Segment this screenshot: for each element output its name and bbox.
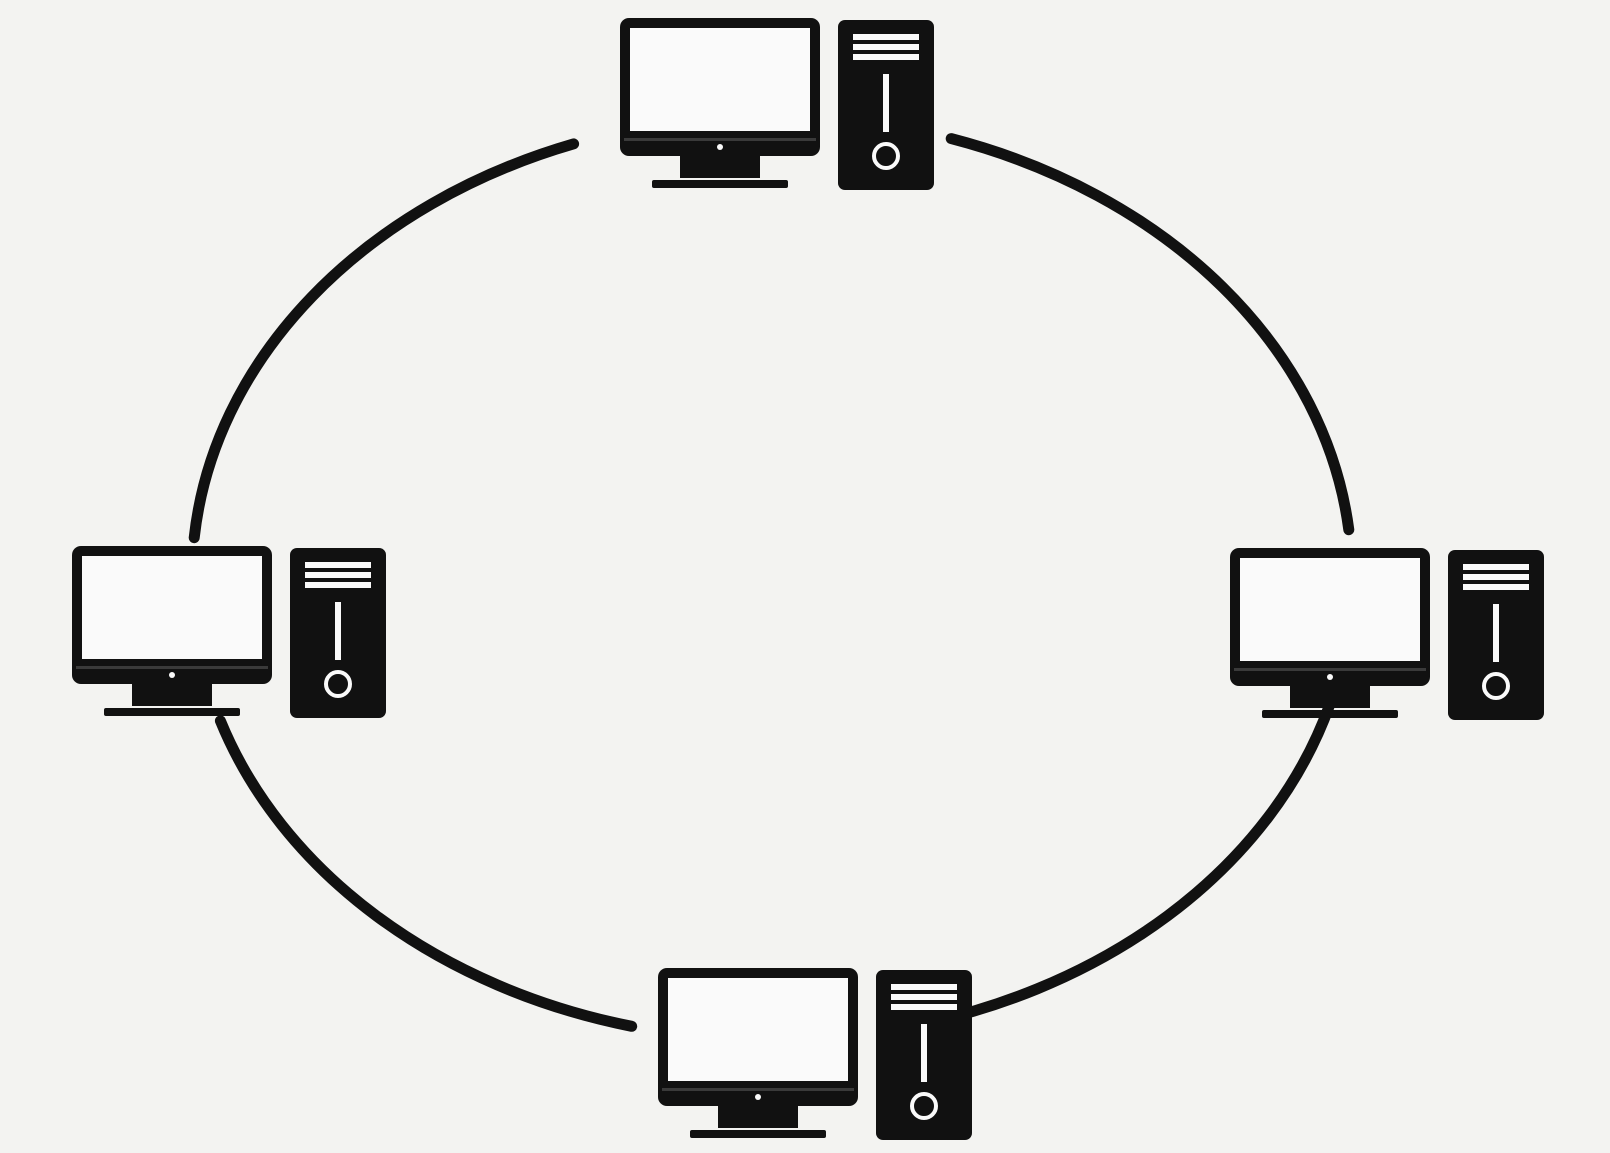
desktop-computer-icon <box>72 546 386 718</box>
monitor-stand <box>132 684 212 706</box>
monitor-screen <box>82 556 262 659</box>
tower-drive-bay-1 <box>853 34 919 40</box>
tower-drive-bay-3 <box>853 54 919 60</box>
ring-cable-left-to-top <box>188 138 580 544</box>
tower-power-button <box>1482 672 1510 700</box>
monitor-base <box>1262 710 1398 718</box>
workstation-right <box>1230 548 1544 720</box>
tower-power-button <box>324 670 352 698</box>
tower-power-button <box>872 142 900 170</box>
tower-slot <box>921 1024 927 1082</box>
monitor-stand <box>1290 686 1370 708</box>
tower-drive-bay-1 <box>1463 564 1529 570</box>
tower-slot <box>1493 604 1499 662</box>
monitor-base <box>652 180 788 188</box>
tower-drive-bay-3 <box>891 1004 957 1010</box>
workstation-top <box>620 18 934 190</box>
monitor-base <box>690 1130 826 1138</box>
monitor-stand <box>718 1106 798 1128</box>
monitor-chin-line <box>1234 668 1426 671</box>
monitor-stand <box>680 156 760 178</box>
monitor-power-led <box>169 672 175 678</box>
ring-cable-right-to-bottom <box>887 699 1335 1036</box>
workstation-bottom <box>658 968 972 1140</box>
tower-drive-bay-3 <box>1463 584 1529 590</box>
monitor-power-led <box>755 1094 761 1100</box>
tower-drive-bay-1 <box>891 984 957 990</box>
monitor-screen <box>630 28 810 131</box>
tower-slot <box>883 74 889 132</box>
ring-cable-top-to-right <box>945 133 1355 536</box>
tower-drive-bay-2 <box>305 572 371 578</box>
tower-drive-bay-2 <box>891 994 957 1000</box>
desktop-computer-icon <box>1230 548 1544 720</box>
monitor-chin-line <box>662 1088 854 1091</box>
tower-drive-bay-2 <box>853 44 919 50</box>
workstation-left <box>72 546 386 718</box>
desktop-computer-icon <box>620 18 934 190</box>
monitor-power-led <box>717 144 723 150</box>
tower-power-button <box>910 1092 938 1120</box>
ring-cable-group <box>188 133 1355 1036</box>
monitor-chin-line <box>624 138 816 141</box>
desktop-computer-icon <box>658 968 972 1140</box>
monitor-screen <box>668 978 848 1081</box>
ring-cable-bottom-to-left <box>214 715 638 1032</box>
monitor-power-led <box>1327 674 1333 680</box>
tower-drive-bay-3 <box>305 582 371 588</box>
monitor-screen <box>1240 558 1420 661</box>
tower-slot <box>335 602 341 660</box>
tower-drive-bay-1 <box>305 562 371 568</box>
workstation-group <box>72 18 1544 1140</box>
monitor-base <box>104 708 240 716</box>
tower-drive-bay-2 <box>1463 574 1529 580</box>
monitor-chin-line <box>76 666 268 669</box>
